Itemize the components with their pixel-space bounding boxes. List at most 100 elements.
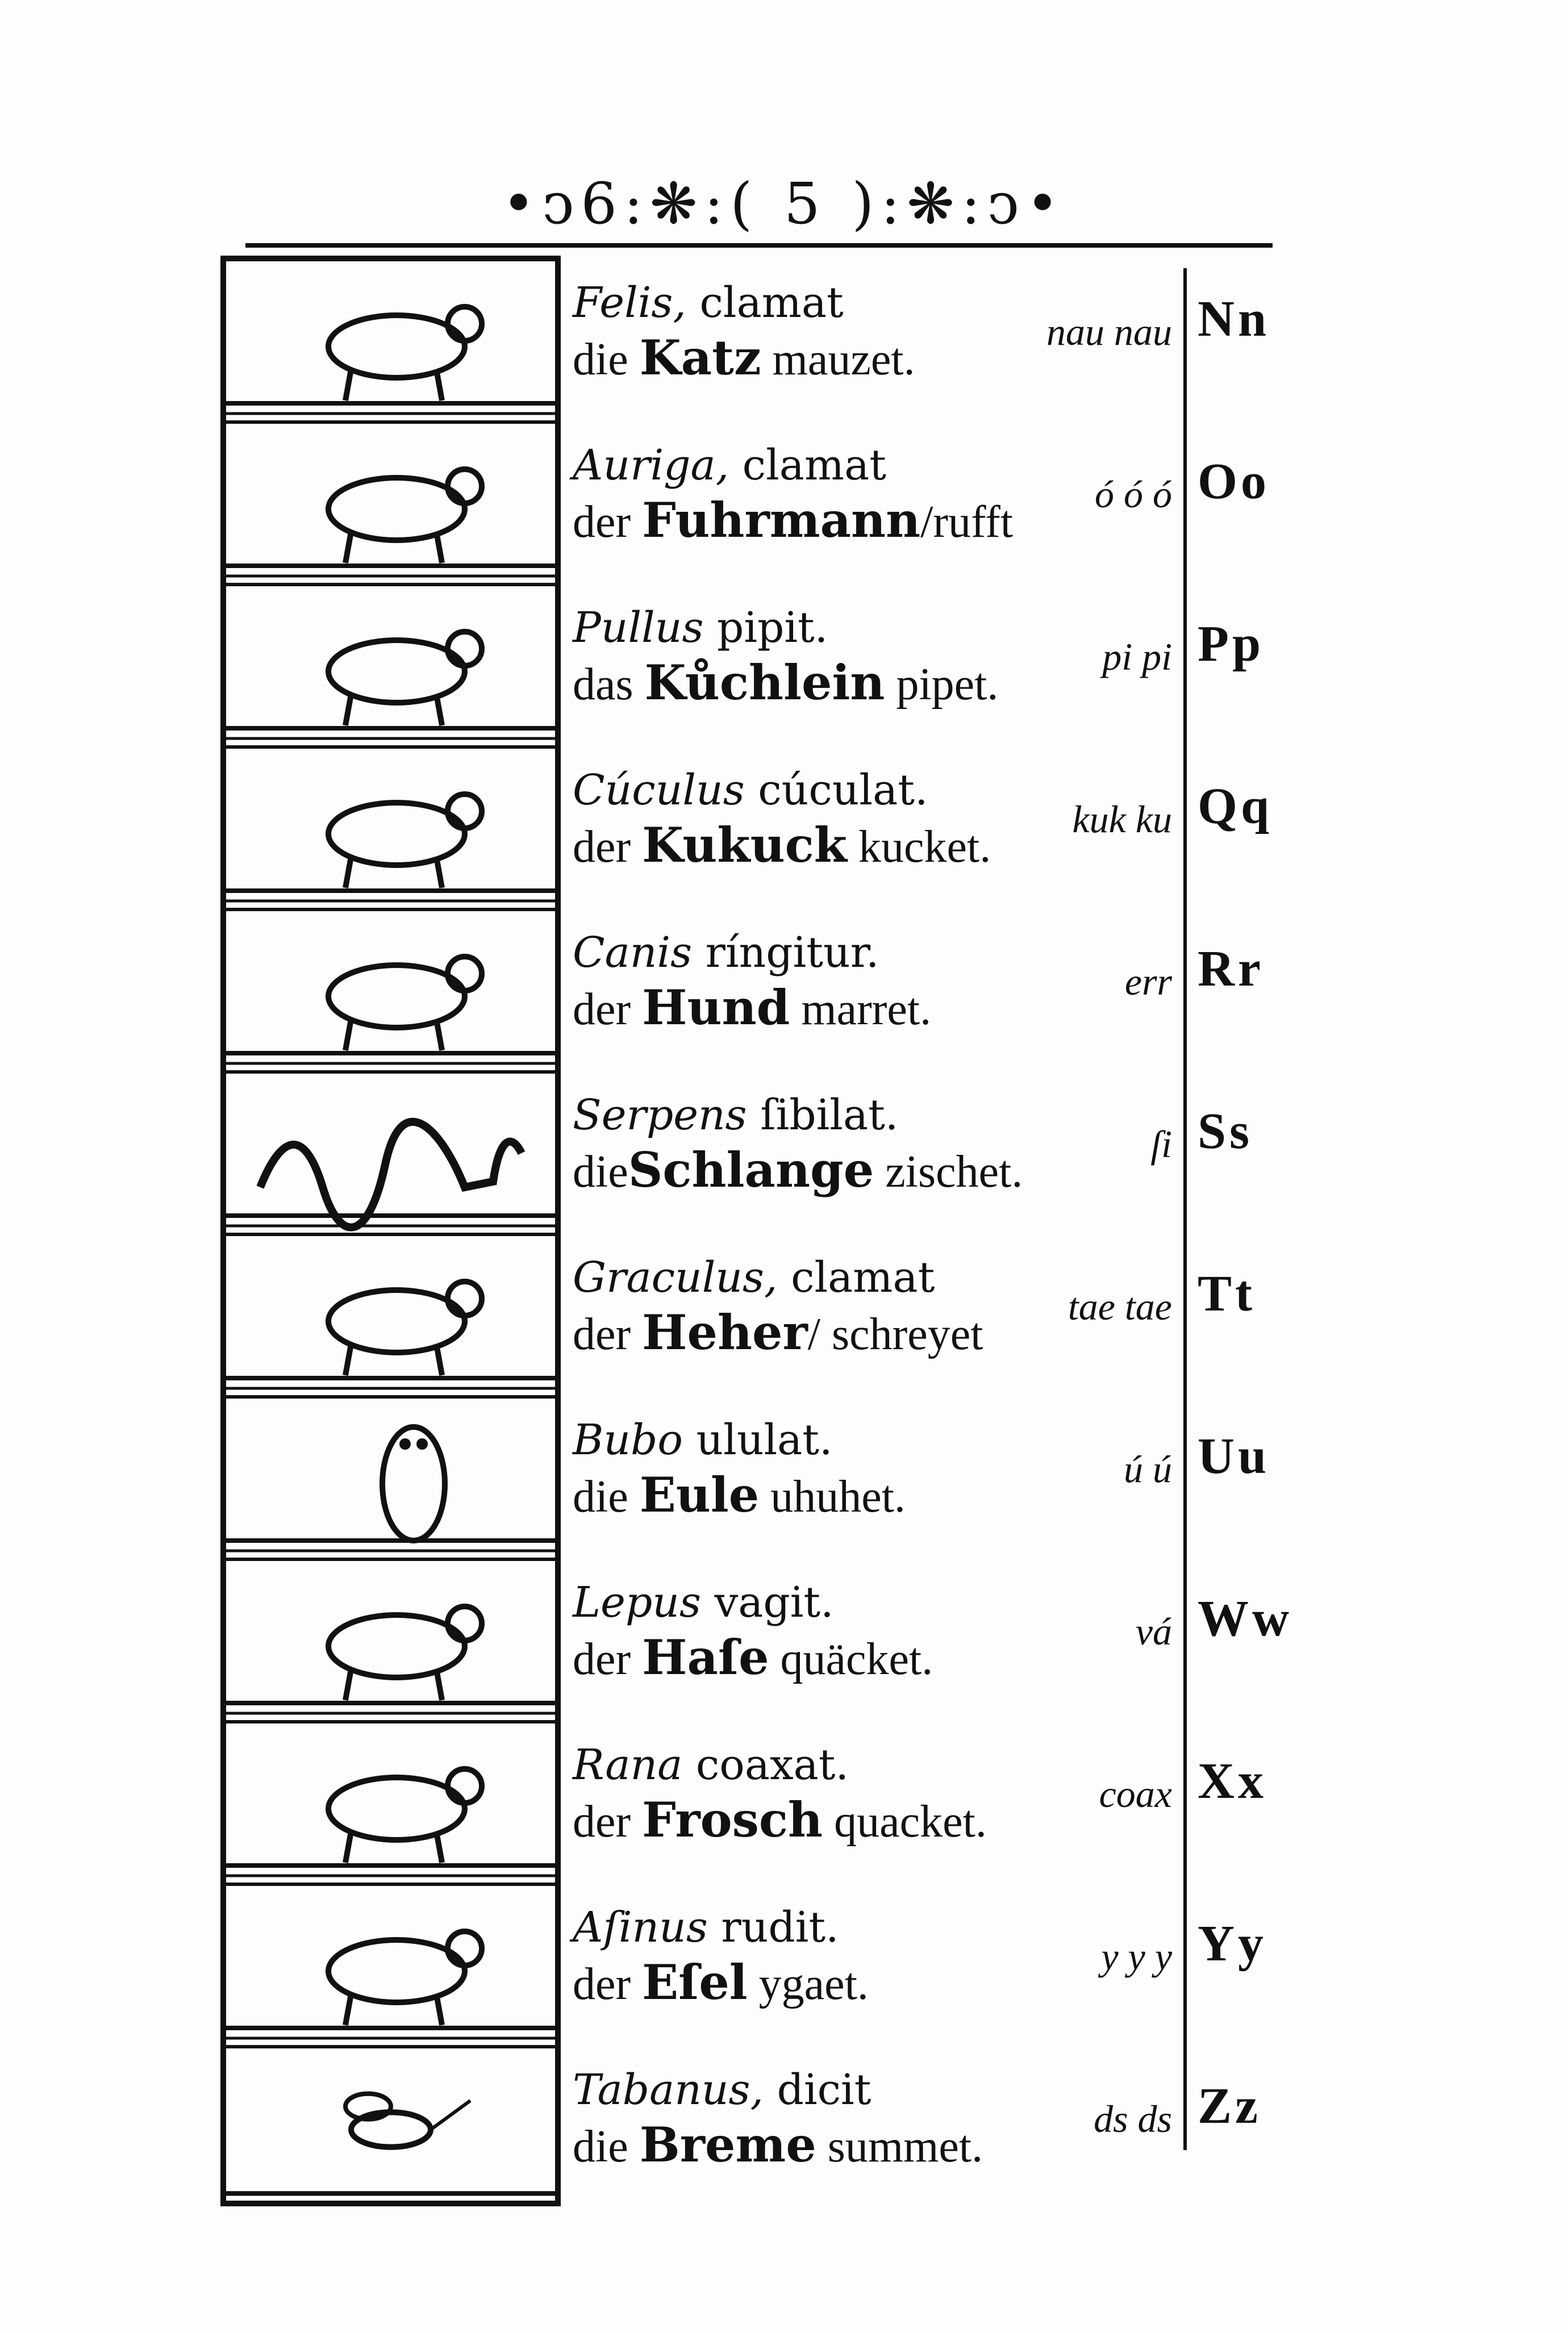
german-noun: Schlange [628,1142,874,1198]
latin-name: Felis, [573,278,686,327]
german-line: der Kukuck kucket. [573,817,991,873]
animal-sound: ſi [1150,1122,1172,1166]
german-noun: Eſel [642,1954,748,2010]
latin-name: Tabanus, [573,2065,764,2114]
latin-verb: coaxat. [682,1741,849,1789]
animal-sound: nau nau [1046,310,1172,353]
german-noun: Frosch [642,1792,823,1848]
latin-verb: rudit. [707,1903,839,1952]
alphabet-letter: Qq [1198,778,1273,834]
german-noun: Katz [639,329,761,386]
woodcut-cat-icon [226,261,555,424]
animal-sound: pi pi [1102,635,1172,678]
latin-line: Serpens ſibilat. [573,1091,898,1140]
alphabet-letter: Rr [1198,941,1264,997]
latin-line: Cúculus cúculat. [573,766,928,815]
german-verb: quäcket. [769,1634,933,1684]
latin-name: Auriga, [573,441,729,490]
german-line: die Breme summet. [573,2117,983,2173]
latin-verb: vagit. [700,1578,834,1627]
german-article: der [573,1634,643,1684]
german-article: der [573,984,643,1034]
german-line: der Hund marret. [573,979,931,1036]
animal-sound: ds ds [1094,2097,1172,2140]
alphabet-letter: Zz [1198,2078,1261,2134]
alphabet-letter: Pp [1198,616,1265,672]
german-verb: /rufft [920,497,1014,547]
animal-sound: kuk ku [1072,798,1172,841]
german-noun: Kukuck [642,817,848,873]
german-line: dieSchlange zischet. [573,1142,1023,1198]
latin-verb: ſibilat. [747,1091,899,1140]
entry-row-owl: Bubo ululat.die Eule uhuhet. ú ú Uu [573,1393,1283,1555]
latin-verb: ululat. [682,1416,833,1464]
german-verb: / schreyet [807,1309,983,1359]
latin-name: Canis [573,928,693,977]
alphabet-letter: Uu [1198,1428,1270,1484]
german-noun: Heher [642,1304,808,1360]
animal-sound: ú ú [1124,1447,1172,1491]
latin-name: Aſinus [573,1903,708,1952]
latin-name: Pullus [573,603,704,652]
alphabet-letter: Yy [1198,1915,1267,1972]
german-verb: ygaet. [747,1959,869,2009]
german-line: der Frosch quacket. [573,1792,987,1848]
german-line: die Eule uhuhet. [573,1467,906,1523]
woodcut-chick-icon [226,586,555,749]
latin-name: Bubo [573,1416,683,1464]
woodcut-hare-icon [226,1561,555,1723]
latin-name: Cúculus [573,766,745,815]
alphabet-letter: Oo [1198,453,1270,510]
animal-sound: ó ó ó [1095,473,1172,516]
woodcut-carter-icon [226,424,555,586]
entry-row-frog: Rana coaxat.der Frosch quacket. coax Xx [573,1718,1283,1880]
woodcut-gadfly-icon [226,2048,555,2211]
german-verb: marret. [790,984,932,1034]
page-number: ( 5 ) [730,170,881,237]
german-verb: uhuhet. [759,1472,906,1522]
latin-line: Tabanus, dicit [573,2065,871,2114]
latin-name: Lepus [573,1578,701,1627]
german-verb: zischet. [874,1147,1023,1197]
german-line: das Kůchlein pipet. [573,654,998,711]
animal-sound: coax [1099,1772,1172,1816]
alphabet-letter: Xx [1198,1753,1267,1809]
entry-row-cuckoo: Cúculus cúculat.der Kukuck kucket.kuk ku… [573,743,1283,905]
german-verb: quacket. [823,1797,987,1847]
german-verb: summet. [816,2122,983,2172]
german-line: der Haſe quäcket. [573,1629,933,1685]
german-noun: Fuhrmann [642,492,921,548]
german-noun: Haſe [642,1629,769,1685]
alphabet-letter: Tt [1198,1266,1256,1322]
header-rule [245,243,1273,248]
animal-sound: y y y [1101,1935,1172,1978]
animal-sound: tae tae [1067,1285,1172,1328]
german-noun: Breme [639,2117,816,2173]
latin-line: Rana coaxat. [573,1741,849,1789]
german-article: der [573,822,643,872]
alphabet-letter: Nn [1198,291,1270,347]
page-header-ornament: •ↄ6:❋:( 5 ):❋:ↄ• [0,170,1568,237]
german-line: der Heher/ schreyet [573,1304,983,1360]
german-noun: Hund [642,979,790,1036]
german-article: die [573,1472,640,1522]
animal-sound: vá [1135,1610,1172,1653]
german-article: die [573,335,640,385]
german-article: die [573,1147,628,1197]
german-verb: kucket. [847,822,991,872]
latin-line: Auriga, clamat [573,441,886,490]
ornament-right: :❋:ↄ• [881,170,1066,237]
latin-line: Felis, clamat [573,278,844,327]
german-line: die Katz mauzet. [573,329,915,386]
latin-name: Rana [573,1741,683,1789]
german-verb: pipet. [885,660,999,710]
